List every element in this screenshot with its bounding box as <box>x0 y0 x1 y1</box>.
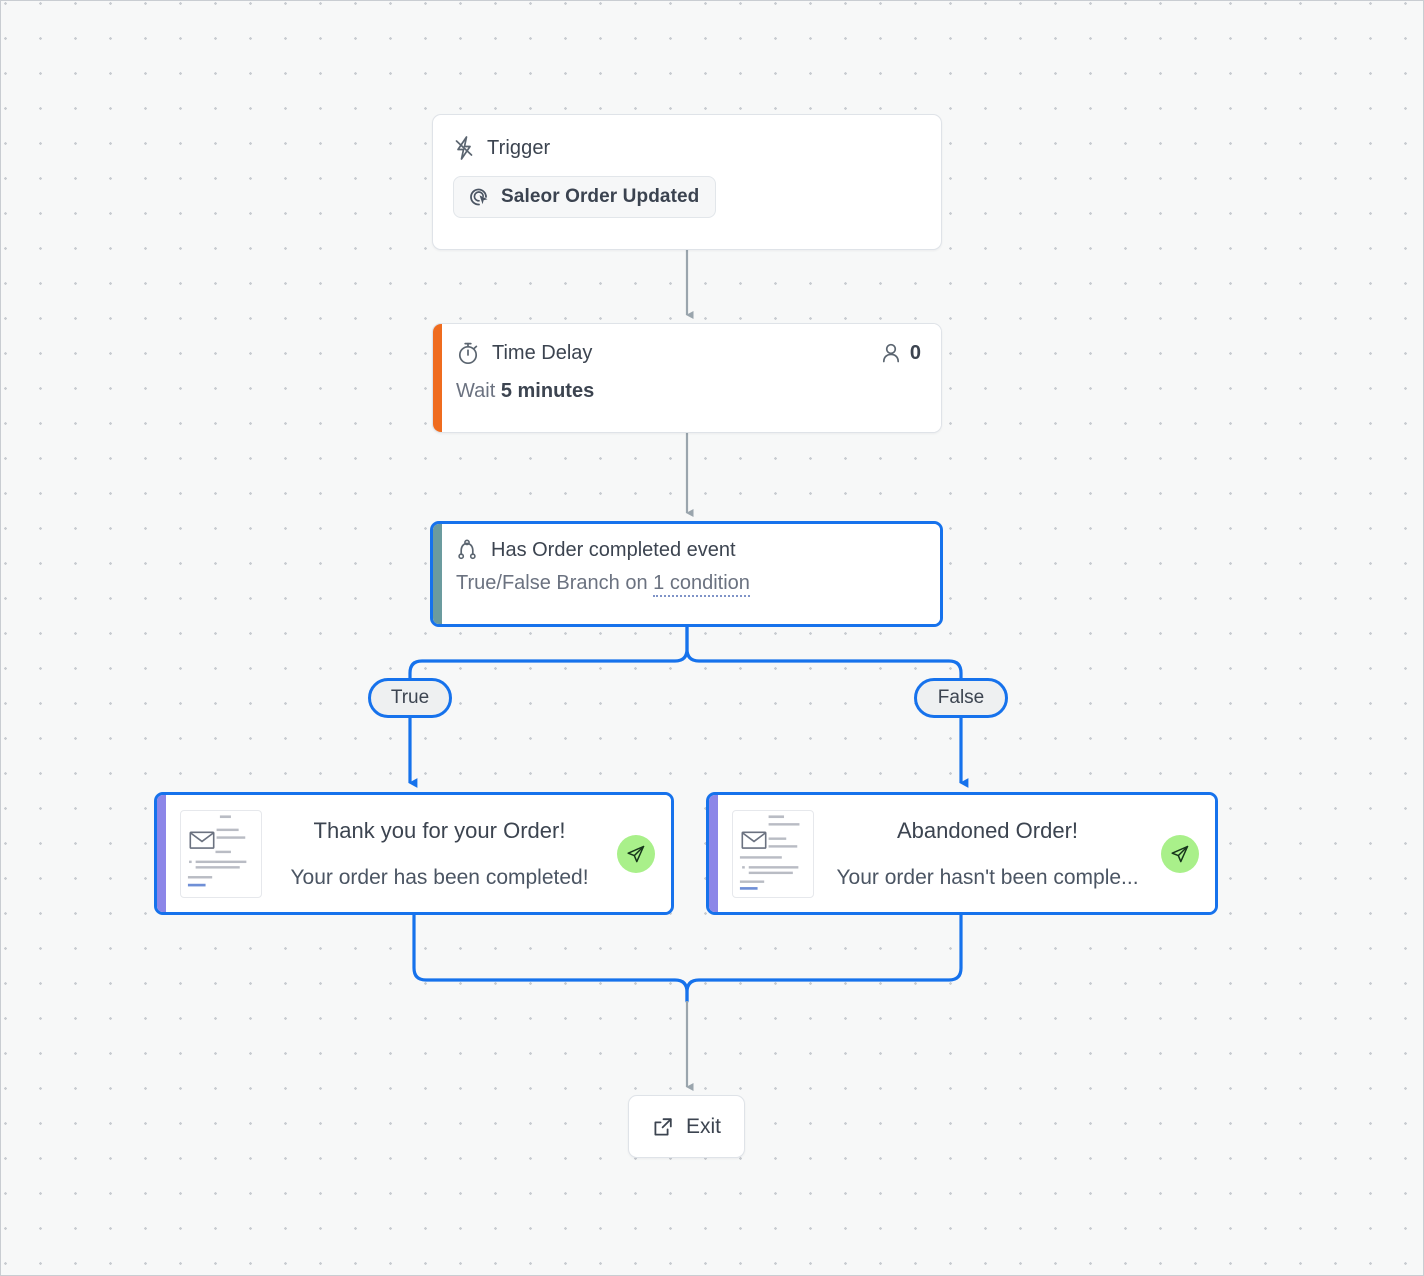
edge-branch-split-false <box>685 625 963 680</box>
email-preview-lines <box>739 814 800 890</box>
email-true-body: Thank you for your Order! Your order has… <box>166 795 671 912</box>
branch-header: Has Order completed event <box>456 536 924 564</box>
email-true-accent-bar <box>157 795 166 912</box>
email-false-accent-bar <box>709 795 718 912</box>
email-preview-lines <box>187 814 247 886</box>
branch-split-icon <box>456 538 478 562</box>
email-node-false[interactable]: Abandoned Order! Your order hasn't been … <box>706 792 1218 915</box>
trigger-source-label: Saleor Order Updated <box>501 186 700 207</box>
branch-label-true[interactable]: True <box>368 678 452 718</box>
time-delay-node[interactable]: Time Delay 0 Wait 5 minutes <box>432 323 942 433</box>
contacts-count: 0 <box>881 342 921 365</box>
time-delay-title: Time Delay <box>492 341 593 364</box>
email-true-subject: Thank you for your Order! <box>313 817 566 843</box>
trigger-source-button[interactable]: Saleor Order Updated <box>453 176 717 218</box>
trigger-header: Trigger <box>453 133 921 163</box>
email-false-texts: Abandoned Order! Your order hasn't been … <box>814 818 1161 890</box>
edge-email-true-to-merge <box>412 913 689 1003</box>
branch-body: Has Order completed event True/False Bra… <box>442 524 940 624</box>
email-true-preheader: Your order has been completed! <box>290 865 589 889</box>
branch-condition-link[interactable]: 1 condition <box>653 572 750 597</box>
contacts-count-value: 0 <box>909 341 921 364</box>
email-false-thumbnail[interactable] <box>732 809 814 898</box>
edge-email-false-to-merge <box>685 913 963 1003</box>
branch-accent-bar <box>433 524 442 624</box>
branch-node[interactable]: Has Order completed event True/False Bra… <box>430 521 943 627</box>
branch-label-false[interactable]: False <box>914 678 1008 718</box>
branch-title: Has Order completed event <box>491 538 736 561</box>
paper-plane-icon <box>627 845 645 862</box>
paper-plane-icon <box>1171 845 1189 862</box>
person-icon <box>881 342 901 364</box>
lightning-bolt-icon <box>453 135 475 161</box>
wait-prefix: Wait <box>456 380 496 402</box>
branch-subtitle: True/False Branch on 1 condition <box>456 572 924 597</box>
time-delay-accent-bar <box>433 324 442 432</box>
email-node-true[interactable]: Thank you for your Order! Your order has… <box>154 792 674 915</box>
external-link-icon <box>652 1116 674 1138</box>
branch-subtitle-prefix: True/False Branch on <box>456 572 648 594</box>
exit-label: Exit <box>685 1114 721 1138</box>
email-true-thumbnail[interactable] <box>180 809 262 898</box>
email-true-texts: Thank you for your Order! Your order has… <box>262 818 617 890</box>
time-delay-header: Time Delay 0 <box>456 338 921 368</box>
trigger-label: Trigger <box>487 136 551 159</box>
saleor-cursor-icon <box>468 186 490 208</box>
edge-branch-split-true <box>408 625 689 680</box>
stopwatch-icon <box>456 340 480 366</box>
time-delay-body: Time Delay 0 Wait 5 minutes <box>442 324 941 432</box>
email-true-send-badge[interactable] <box>617 834 655 873</box>
exit-node[interactable]: Exit <box>628 1095 745 1158</box>
envelope-icon <box>741 831 767 849</box>
email-false-send-badge[interactable] <box>1161 834 1199 873</box>
email-false-preheader: Your order hasn't been comple... <box>836 865 1139 889</box>
envelope-icon <box>189 831 215 849</box>
email-false-body: Abandoned Order! Your order hasn't been … <box>718 795 1215 912</box>
email-false-subject: Abandoned Order! <box>896 817 1079 843</box>
wait-value: 5 minutes <box>500 380 595 402</box>
time-delay-wait-text: Wait 5 minutes <box>456 380 921 403</box>
trigger-node[interactable]: Trigger Saleor Order Updated <box>432 114 942 250</box>
